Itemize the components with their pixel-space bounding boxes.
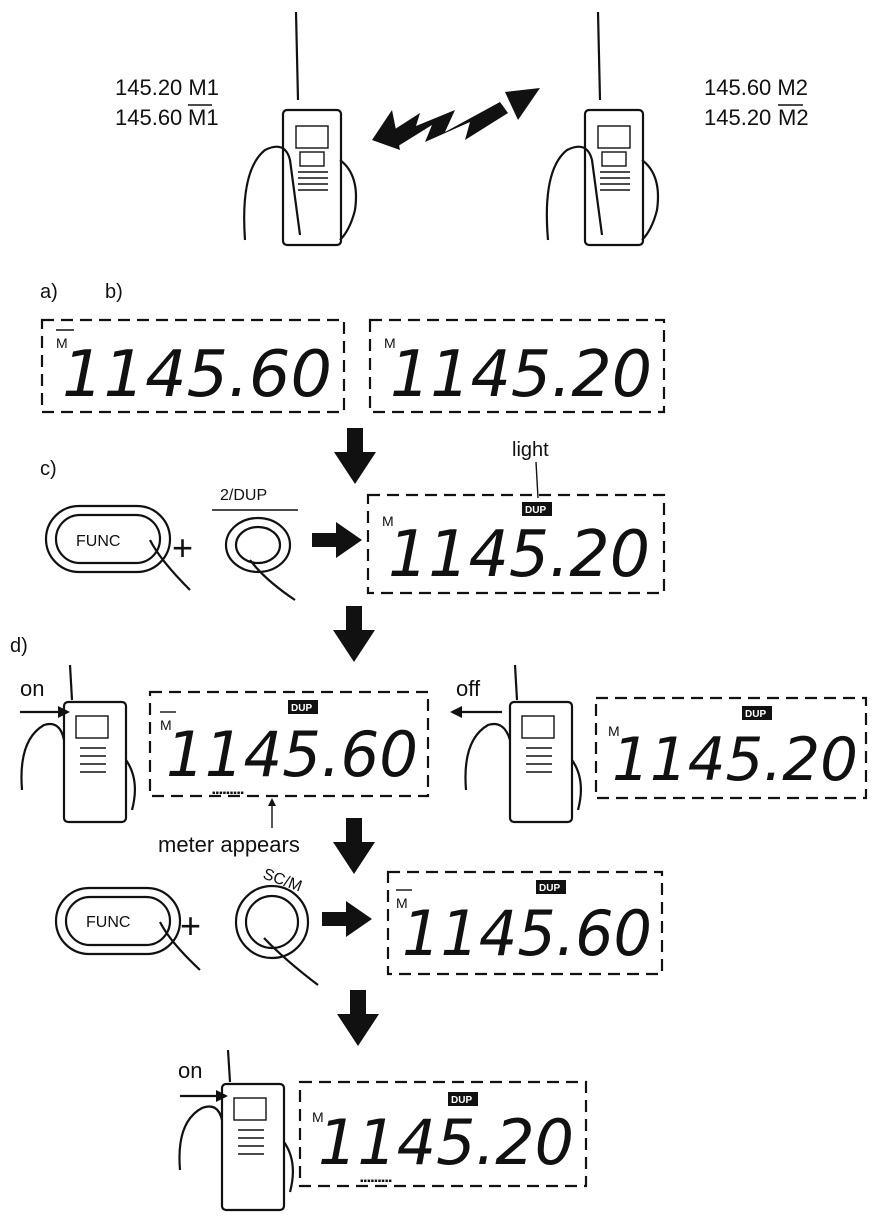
dup-key-label: 2/DUP <box>220 487 267 504</box>
dup-indicator: DUP <box>525 505 546 516</box>
label-meter-appears: meter appears <box>158 832 300 857</box>
label-a: a) <box>40 281 58 303</box>
lcd-display-d1: DUP M 1145.60 ▪▪▪▪▪▪▪▪▪ <box>150 692 428 799</box>
label-c: c) <box>40 458 57 480</box>
label-145-20-m1: 145.20 M1 <box>115 75 219 100</box>
right-arrow-icon <box>322 901 372 937</box>
label-145-60-value-left: 145.60 <box>115 105 182 130</box>
down-arrow-icon <box>333 818 375 874</box>
label-on-final: on <box>178 1058 202 1083</box>
label-m2-overbar: M2 <box>778 105 809 130</box>
label-b: b) <box>105 281 123 303</box>
dup-indicator: DUP <box>291 703 312 714</box>
dup-indicator: DUP <box>745 709 766 720</box>
func-button-e: FUNC <box>56 888 200 970</box>
lcd-display-b: M 1145.20 <box>370 320 664 412</box>
right-arrow-small-icon <box>180 1090 228 1102</box>
double-arrow-icon <box>372 88 540 150</box>
frequency-readout-a: 1145.60 <box>62 338 332 412</box>
scm-key-label: SC/M <box>261 866 304 896</box>
down-arrow-icon <box>337 990 379 1046</box>
lcd-display-final: DUP M 1145.20 ▪▪▪▪▪▪▪▪▪ <box>300 1082 586 1187</box>
top-right-frequency-labels: 145.60 M2 145.20 M2 <box>704 75 809 130</box>
label-d: d) <box>10 635 28 657</box>
label-off: off <box>456 676 481 701</box>
down-arrow-icon <box>333 606 375 662</box>
s-meter-bars: ▪▪▪▪▪▪▪▪▪ <box>212 788 244 799</box>
lcd-display-d2: DUP M 1145.20 <box>596 698 866 798</box>
radio-hand-icon-top-left <box>244 12 356 245</box>
lcd-display-a: M 1145.60 <box>42 320 344 412</box>
left-arrow-small-icon <box>450 706 502 718</box>
right-arrow-small-icon <box>20 706 70 718</box>
label-light: light <box>512 439 549 461</box>
dup-indicator: DUP <box>451 1095 472 1106</box>
frequency-readout-c: 1145.20 <box>388 518 650 592</box>
radio-hand-icon-top-right <box>547 12 658 245</box>
radio-hand-icon-d-right <box>465 665 580 822</box>
frequency-readout-b: 1145.20 <box>390 338 652 412</box>
scm-button-e <box>236 886 318 985</box>
dup-button-c <box>226 518 295 600</box>
light-pointer <box>536 462 538 498</box>
plus-sign: + <box>180 905 201 946</box>
top-left-frequency-labels: 145.20 M1 145.60 M1 <box>115 75 219 130</box>
down-arrow-icon <box>334 428 376 484</box>
dup-indicator: DUP <box>539 883 560 894</box>
s-meter-bars: ▪▪▪▪▪▪▪▪▪ <box>360 1176 392 1187</box>
func-button-c: FUNC <box>46 506 190 590</box>
lcd-display-e: DUP M 1145.60 <box>388 872 662 974</box>
label-145-60-m2: 145.60 M2 <box>704 75 808 100</box>
label-145-20-value-right: 145.20 <box>704 105 771 130</box>
func-label: FUNC <box>76 533 120 550</box>
label-on: on <box>20 676 44 701</box>
plus-sign: + <box>172 527 193 568</box>
frequency-readout-d1: 1145.60 <box>166 718 418 791</box>
frequency-readout-final: 1145.20 <box>318 1106 574 1179</box>
frequency-readout-e: 1145.60 <box>402 897 652 970</box>
frequency-readout-d2: 1145.20 <box>612 725 858 795</box>
label-m1-overbar: M1 <box>188 105 219 130</box>
func-label: FUNC <box>86 914 130 931</box>
lcd-display-c: DUP M 1145.20 <box>368 495 664 593</box>
right-arrow-icon <box>312 522 362 558</box>
